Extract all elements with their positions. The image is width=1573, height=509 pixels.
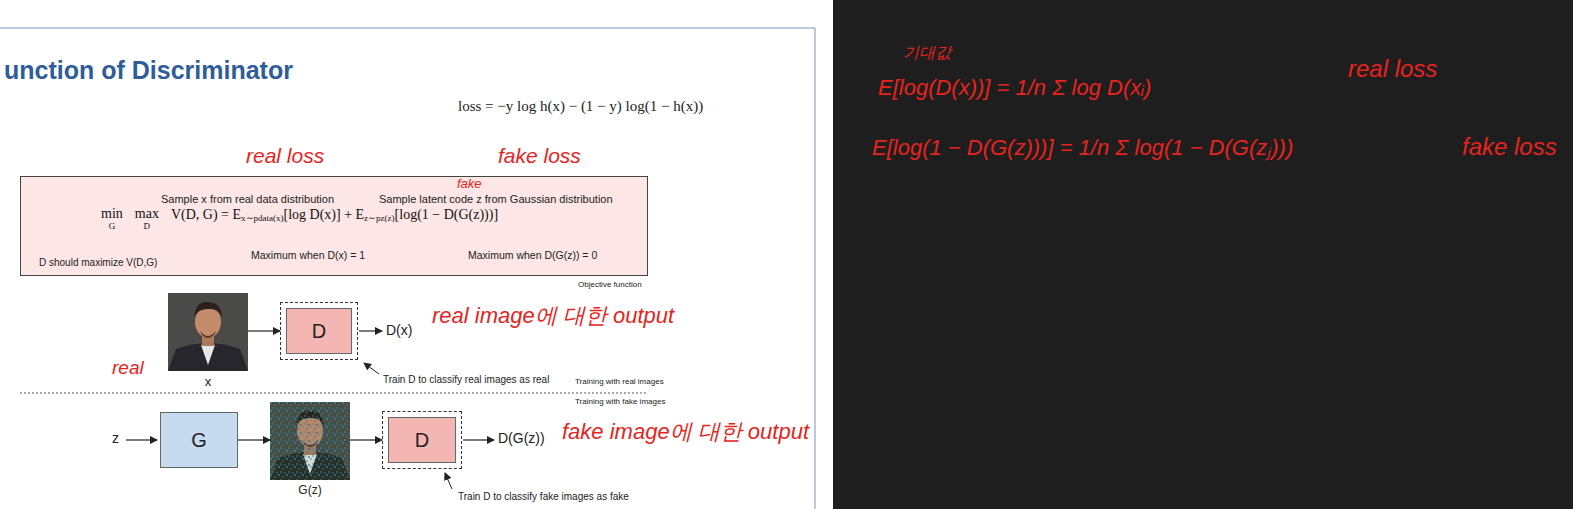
formula-note: Maximum when D(G(z)) = 0 [468,249,597,261]
objective-box: Sample x from real data distribution Samp… [20,176,648,276]
shirt [201,345,215,365]
output-label: D(x) [386,323,412,338]
operator-column: maxD [135,207,159,231]
formula-term: [log(1 − D(G(z)))] [395,207,499,222]
expectation-subscript: x∼pdata(x) [241,214,283,224]
real-photo [168,293,248,371]
dark-panel [833,0,1573,509]
box-label: D [312,320,326,343]
input-label: z [112,431,119,446]
image-caption: x [168,374,248,389]
leader-arrow [364,363,379,374]
handwritten-note: fake image에 대한 output [562,420,809,444]
formula-note: D should maximize V(D,G) [39,257,157,269]
noise-overlay [270,402,350,480]
flow-arrow [350,439,382,440]
handwritten-note: 기대값 [903,44,951,62]
input-arrow [126,439,157,440]
leader-arrow [445,473,452,489]
suit [168,343,248,371]
generated-photo [270,402,350,480]
discriminator-fill: D [388,417,456,463]
beard [200,331,216,338]
slide-border [815,28,816,509]
flow-arrow [248,330,280,331]
operator: max [135,207,159,222]
formula-term: [log D(x)] + E [283,207,364,222]
handwritten-formula: E[log(D(x))] = 1/n Σ log D(xᵢ) [878,76,1151,100]
section-note: Training with fake images [575,398,665,407]
objective-formula: minGmaxDV(D, G) = Ex∼pdata(x)[log D(x)] … [101,207,498,231]
formula-note: Maximum when D(x) = 1 [251,249,365,261]
sampling-note: Sample latent code z from Gaussian distr… [379,193,613,206]
operator-column: minG [101,207,123,231]
real-image: x [168,293,248,371]
hair [194,302,222,317]
photo-bg [168,293,248,371]
expectation-subscript: z∼pz(z) [364,214,394,224]
handwritten-note: fake loss [1462,134,1557,160]
operator-subscript: D [144,222,151,231]
handwritten-note: real image에 대한 output [432,304,674,328]
handwritten-formula: E[log(1 − D(G(z)))] = 1/n Σ log(1 − D(G(… [872,136,1293,160]
discriminator-box: D [382,411,462,469]
box-label: D [415,429,429,452]
handwritten-note: fake loss [498,144,581,167]
discriminator-fill: D [286,308,352,354]
output-arrow [463,439,494,440]
discriminator-box: D [280,302,358,360]
formula-term: V(D, G) = E [171,207,241,222]
handwritten-note: real loss [1348,56,1437,82]
loss-formula: loss = −y log h(x) − (1 − y) log(1 − h(x… [458,98,703,115]
slide-title: unction of Discriminator [4,57,293,85]
box-label: G [191,429,207,452]
operator-subscript: G [109,222,116,231]
operator: min [101,207,123,222]
output-arrow [359,330,382,331]
generator-box: G [160,412,238,468]
section-note: Training with real images [575,378,664,387]
separator-line [20,393,648,394]
training-note: Train D to classify real images as real [383,374,549,385]
generated-image: G(z) [270,402,350,480]
handwritten-note: real loss [246,144,324,167]
sampling-note: Sample x from real data distribution [161,193,334,206]
flow-arrow [238,439,270,440]
handwritten-note: real [112,358,144,379]
caption-note: Objective function [578,281,642,290]
handwritten-note: fake [455,177,484,191]
output-label: D(G(z)) [498,431,545,446]
slide-border [0,28,815,29]
photo-bg [270,402,350,480]
training-note: Train D to classify fake images as fake [458,491,629,502]
image-caption: G(z) [270,483,350,497]
